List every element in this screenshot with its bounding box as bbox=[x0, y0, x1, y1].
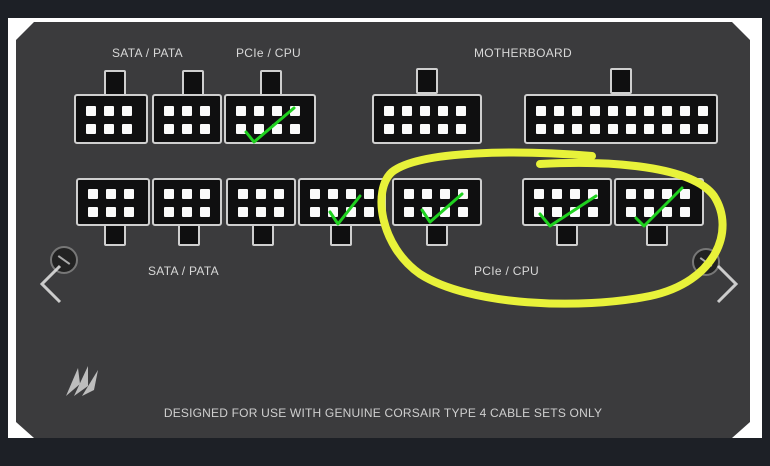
checkmark-icon bbox=[538, 194, 598, 228]
port-tab bbox=[646, 224, 668, 246]
checkmark-icon bbox=[244, 106, 296, 144]
label-motherboard: MOTHERBOARD bbox=[474, 46, 572, 60]
label-sata-pata-bottom: SATA / PATA bbox=[148, 264, 219, 278]
checkmark-icon bbox=[420, 192, 464, 224]
connector-sata-pata-1 bbox=[74, 94, 148, 144]
checkmark-icon bbox=[328, 194, 362, 226]
chevron-left-icon[interactable] bbox=[36, 262, 66, 314]
screw-icon bbox=[50, 246, 78, 274]
corsair-logo-icon bbox=[66, 366, 98, 396]
port-tab bbox=[178, 224, 200, 246]
connector-motherboard-small bbox=[372, 94, 482, 144]
label-pcie-cpu-top: PCIe / CPU bbox=[236, 46, 302, 60]
connector-pcie-cpu-2 bbox=[392, 178, 482, 226]
port-tab bbox=[330, 224, 352, 246]
label-pcie-cpu-bottom: PCIe / CPU bbox=[474, 264, 540, 278]
chevron-right-icon[interactable] bbox=[712, 262, 742, 314]
connector-sata-pata-2 bbox=[152, 94, 222, 144]
port-tab bbox=[426, 224, 448, 246]
footer-text: DESIGNED FOR USE WITH GENUINE CORSAIR TY… bbox=[163, 406, 603, 420]
connector-pcie-cpu-4 bbox=[614, 178, 704, 226]
connector-sata-pata-4 bbox=[152, 178, 222, 226]
connector-motherboard-main bbox=[524, 94, 718, 144]
highlight-circle bbox=[377, 148, 727, 308]
label-sata-pata-top: SATA / PATA bbox=[112, 46, 183, 60]
port-tab bbox=[610, 68, 632, 94]
connector-pcie-cpu-3 bbox=[522, 178, 612, 226]
port-tab bbox=[556, 224, 578, 246]
checkmark-icon bbox=[634, 186, 684, 228]
connector-pcie-cpu-top bbox=[224, 94, 316, 144]
port-tab bbox=[104, 224, 126, 246]
port-tab bbox=[416, 68, 438, 94]
port-tab bbox=[252, 224, 274, 246]
